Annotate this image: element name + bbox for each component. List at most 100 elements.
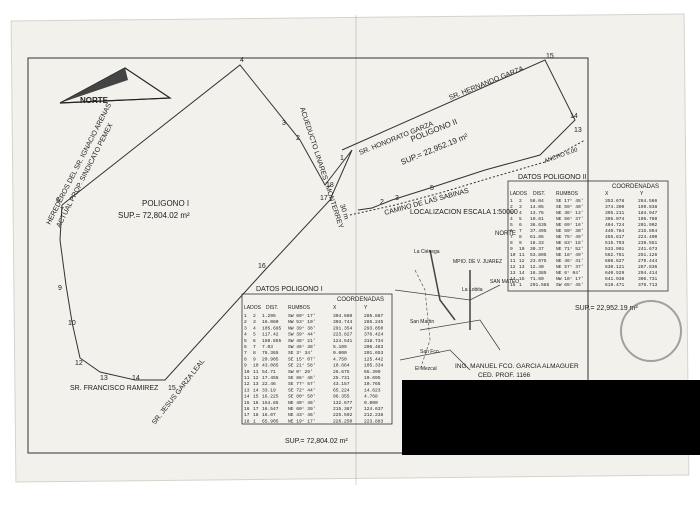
table-cell: SW 65° 45' bbox=[556, 282, 584, 288]
poligono-2-outline bbox=[341, 59, 576, 211]
table-cell: 0.000 bbox=[364, 400, 378, 406]
table-cell: 20.905 bbox=[262, 356, 279, 362]
table-cell: 5 bbox=[510, 222, 513, 228]
table-cell: 16 bbox=[244, 406, 250, 412]
table-cell: 0.000 bbox=[333, 350, 347, 356]
table-cell: 7.03 bbox=[262, 344, 273, 350]
table1-header: RUMBOS bbox=[288, 305, 311, 311]
table-cell: 15 bbox=[519, 276, 525, 282]
table-cell: 18.33 bbox=[530, 240, 544, 246]
place-label: San Fco. bbox=[420, 349, 440, 355]
svg-text:4: 4 bbox=[240, 57, 244, 64]
table-cell: 37.495 bbox=[530, 228, 547, 234]
table-cell: 13.76 bbox=[530, 210, 544, 216]
table-cell: 4.768 bbox=[364, 394, 378, 400]
table-cell: 440.784 bbox=[605, 228, 625, 234]
table-cell: 251.126 bbox=[638, 252, 658, 258]
table-cell: SE 15° 07' bbox=[288, 356, 316, 362]
table-cell: NW 53° 10' bbox=[288, 319, 316, 325]
table-cell: 154.85 bbox=[262, 400, 279, 406]
svg-text:15: 15 bbox=[546, 53, 554, 60]
table-cell: 58.04 bbox=[530, 198, 544, 204]
table-cell: 201.653 bbox=[364, 350, 384, 356]
table-cell: 455.817 bbox=[605, 234, 625, 240]
table-cell: NE 57° 37' bbox=[556, 264, 584, 270]
table-cell: 17 bbox=[244, 412, 250, 418]
svg-text:12: 12 bbox=[75, 360, 83, 367]
svg-text:16: 16 bbox=[258, 263, 266, 270]
place-label: La Ciénega bbox=[414, 249, 440, 255]
table-cell: SE 77° 57' bbox=[288, 381, 316, 387]
table-cell: 12 bbox=[253, 375, 259, 381]
table-cell: 8 bbox=[253, 350, 256, 356]
table-cell: 18 bbox=[244, 418, 250, 424]
table-cell: NW 39° 38' bbox=[288, 325, 316, 331]
table-cell: SW 0° 29' bbox=[288, 369, 313, 375]
table-cell: 225.592 bbox=[333, 412, 353, 418]
table-cell: 306.731 bbox=[638, 276, 658, 282]
svg-text:10: 10 bbox=[68, 320, 76, 327]
table-cell: NE 18° 49' bbox=[556, 252, 584, 258]
plan-border bbox=[27, 57, 589, 454]
table-cell: 25.731 bbox=[333, 375, 350, 381]
table2-footer: SUP.= 22,952.19 m² bbox=[575, 305, 638, 312]
svg-text:5: 5 bbox=[430, 185, 434, 192]
table-cell: 11 bbox=[244, 375, 250, 381]
table-cell: 18 bbox=[253, 412, 259, 418]
table-cell: 226.250 bbox=[333, 418, 353, 424]
table-cell: 223.883 bbox=[364, 418, 384, 424]
svg-text:13: 13 bbox=[100, 375, 108, 382]
table-cell: NE 19° 17' bbox=[288, 418, 316, 424]
svg-text:13: 13 bbox=[574, 127, 582, 134]
table-cell: 54.71 bbox=[262, 369, 276, 375]
table-cell: 10 bbox=[510, 252, 516, 258]
north-arrow: NORTE bbox=[59, 67, 172, 105]
table-cell: 9 bbox=[510, 246, 513, 252]
table-cell: 239.551 bbox=[638, 240, 658, 246]
table-cell: 395.211 bbox=[605, 210, 625, 216]
table-cell: 12.40 bbox=[530, 264, 544, 270]
table-cell: 12 bbox=[519, 258, 525, 264]
svg-text:1: 1 bbox=[340, 155, 344, 162]
table-cell: NE 56° 37' bbox=[556, 216, 584, 222]
location-map: LOCALIZACION ESCALA 1:50000 NORTE La Cié… bbox=[394, 209, 519, 372]
table-cell: 10 bbox=[253, 363, 259, 369]
table-cell: NW 18° 17' bbox=[556, 276, 584, 282]
table-cell: 12 bbox=[510, 264, 516, 270]
table-cell: 562.761 bbox=[605, 252, 625, 258]
table-cell: 3 bbox=[519, 204, 522, 210]
svg-text:3: 3 bbox=[395, 195, 399, 202]
table-cell: SE 80° 50' bbox=[288, 394, 316, 400]
svg-text:14: 14 bbox=[132, 375, 140, 382]
table-cell: 61.86 bbox=[530, 234, 544, 240]
svg-text:6: 6 bbox=[56, 197, 60, 204]
table-cell: 15 bbox=[253, 394, 259, 400]
table-cell: 53.805 bbox=[530, 252, 547, 258]
table1-coord-header: COORDENADAS bbox=[337, 297, 384, 303]
table-cell: 96.355 bbox=[333, 394, 350, 400]
table-cell: 608.627 bbox=[605, 258, 625, 264]
svg-text:7: 7 bbox=[60, 207, 64, 214]
table2-header: LADOS bbox=[510, 191, 528, 197]
table1-footer: SUP.= 72,804.02 m² bbox=[285, 438, 348, 445]
table-cell: NE 43° 46' bbox=[288, 412, 316, 418]
table-cell: 206.483 bbox=[364, 344, 384, 350]
table-cell: 65.224 bbox=[333, 387, 350, 393]
table-cell: 132.677 bbox=[333, 400, 353, 406]
table-cell: 17.455 bbox=[262, 375, 279, 381]
label-francisco: SR. FRANCISCO RAMIREZ bbox=[70, 385, 159, 392]
table-cell: 105.695 bbox=[262, 325, 282, 331]
label-ancho-camino: ANCHO 6.00 bbox=[544, 147, 580, 165]
table-cell: 43.157 bbox=[333, 381, 350, 387]
table-cell: SW 46° 38' bbox=[288, 344, 316, 350]
table-cell: SE 86° 46' bbox=[288, 375, 316, 381]
table-cell: 1.295 bbox=[262, 313, 276, 319]
official-seal bbox=[620, 300, 682, 362]
place-label: MPIO. DE V. JUAREZ bbox=[453, 259, 502, 265]
table-cell: 515.793 bbox=[605, 240, 625, 246]
table-cell: 199.838 bbox=[638, 204, 658, 210]
location-north: NORTE bbox=[495, 231, 516, 237]
